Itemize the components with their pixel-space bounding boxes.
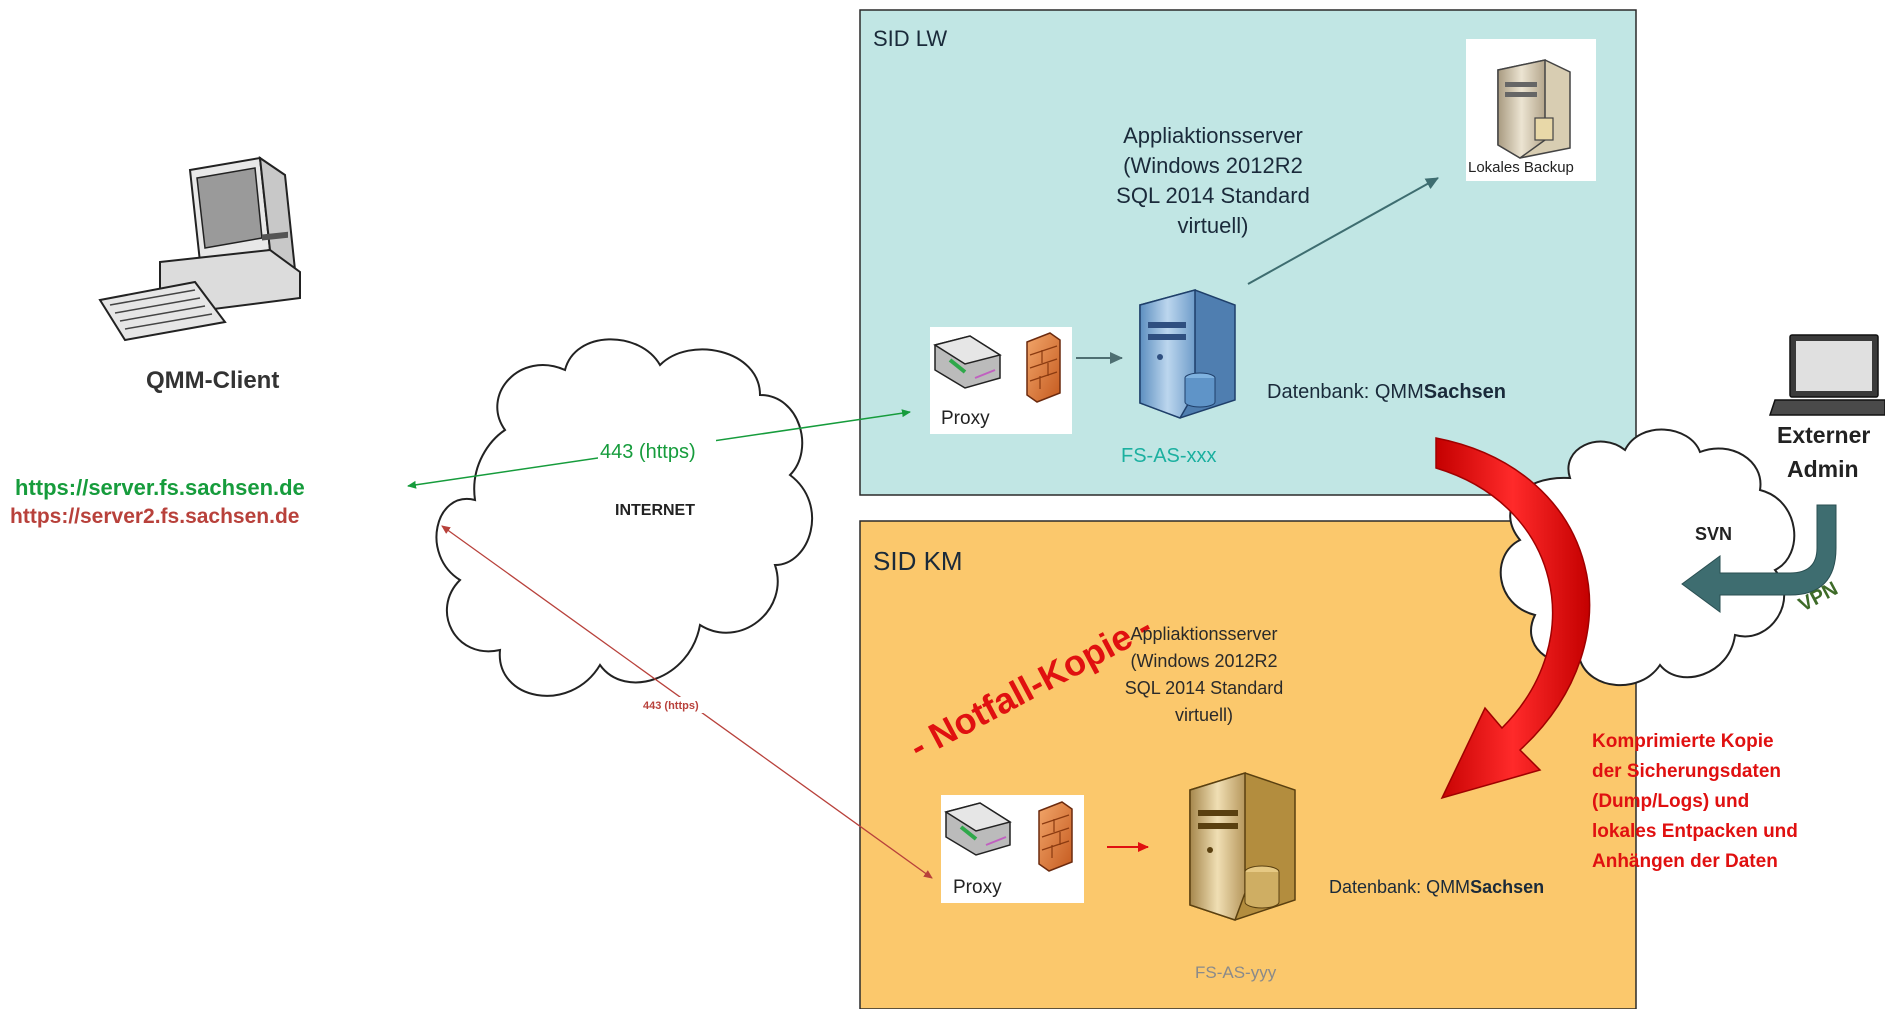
svn-label: SVN — [1695, 524, 1732, 544]
lw-firewall-icon — [1026, 332, 1061, 403]
lw-proxy-label: Proxy — [941, 408, 990, 429]
backup-arrow — [1247, 177, 1439, 285]
lw-database-label: Datenbank: QMMSachsen — [1267, 381, 1506, 403]
svg-text:virtuell): virtuell) — [1178, 213, 1249, 238]
km-router-icon — [944, 802, 1012, 856]
client-url-secondary[interactable]: https://server2.fs.sachsen.de — [10, 505, 299, 528]
svg-text:Appliaktionsserver: Appliaktionsserver — [1130, 624, 1277, 644]
lw-router-icon — [933, 335, 1002, 389]
client-label: QMM-Client — [146, 367, 279, 394]
svg-text:Komprimierte Kopie: Komprimierte Kopie — [1592, 731, 1774, 752]
vpn-arrow — [1681, 504, 1837, 613]
lw-server-icon — [1139, 289, 1236, 419]
client-url-primary[interactable]: https://server.fs.sachsen.de — [15, 475, 305, 500]
km-server-icon — [1189, 771, 1296, 921]
emergency-copy-arrow — [1435, 437, 1591, 800]
km-database-label: Datenbank: QMMSachsen — [1329, 877, 1544, 897]
computer-icon — [98, 155, 301, 342]
svg-text:Anhängen der Daten: Anhängen der Daten — [1592, 851, 1778, 872]
copy-note: Komprimierte Kopie der Sicherungsdaten (… — [1592, 731, 1798, 872]
km-server-name: FS-AS-yyy — [1195, 963, 1277, 982]
svg-text:virtuell): virtuell) — [1175, 705, 1233, 725]
sid-lw-title: SID LW — [873, 26, 947, 51]
external-admin-line2: Admin — [1787, 456, 1859, 482]
lw-server-description: Appliaktionsserver (Windows 2012R2 SQL 2… — [1116, 123, 1310, 238]
laptop-icon — [1768, 334, 1885, 416]
km-firewall-icon — [1038, 801, 1073, 872]
svg-text:(Windows 2012R2: (Windows 2012R2 — [1123, 153, 1303, 178]
internet-label: INTERNET — [615, 502, 695, 519]
https-label-primary: 443 (https) — [600, 441, 696, 463]
svg-text:(Windows 2012R2: (Windows 2012R2 — [1130, 651, 1277, 671]
svg-text:lokales Entpacken und: lokales Entpacken und — [1592, 821, 1798, 842]
svg-text:Appliaktionsserver: Appliaktionsserver — [1123, 123, 1303, 148]
https-label-secondary: 443 (https) — [643, 700, 699, 712]
svg-text:der Sicherungsdaten: der Sicherungsdaten — [1592, 761, 1781, 782]
svg-text:SQL 2014 Standard: SQL 2014 Standard — [1125, 678, 1283, 698]
backup-label: Lokales Backup — [1468, 159, 1574, 176]
km-proxy-label: Proxy — [953, 877, 1002, 898]
svg-text:(Dump/Logs) und: (Dump/Logs) und — [1592, 791, 1749, 812]
km-server-description: Appliaktionsserver (Windows 2012R2 SQL 2… — [1125, 624, 1283, 725]
backup-server-icon — [1497, 59, 1571, 159]
svg-text:SQL 2014 Standard: SQL 2014 Standard — [1116, 183, 1310, 208]
sid-km-title: SID KM — [873, 546, 963, 576]
lw-server-name: FS-AS-xxx — [1121, 445, 1217, 467]
external-admin-line1: Externer — [1777, 422, 1870, 448]
